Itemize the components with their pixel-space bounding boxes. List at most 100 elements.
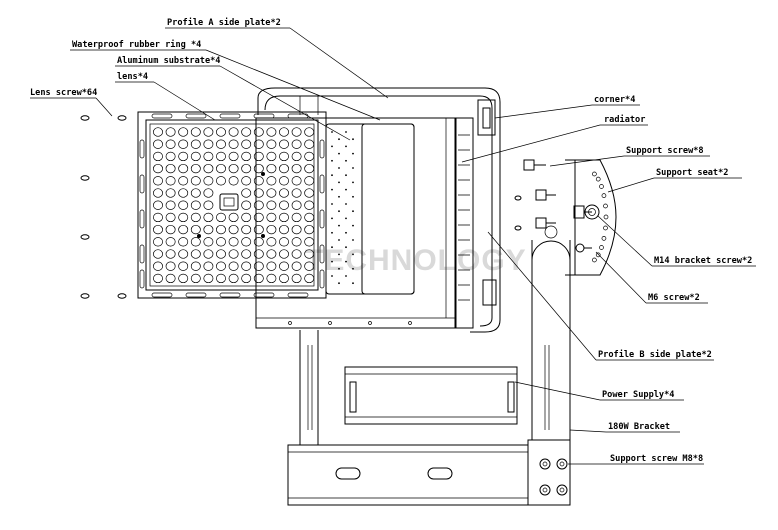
lens-hole xyxy=(291,188,302,198)
lens-hole xyxy=(203,163,214,174)
substrate-dot xyxy=(338,138,340,141)
label-radiator: radiator xyxy=(604,114,645,125)
substrate-dot xyxy=(338,282,340,285)
lens-edge-slot xyxy=(139,174,145,194)
housing-part xyxy=(255,87,501,333)
seat-hole xyxy=(599,184,604,189)
lens-screw-group xyxy=(80,115,127,299)
lens-hole xyxy=(228,176,239,186)
lens-hole xyxy=(190,188,201,198)
lens-hole xyxy=(291,273,302,284)
lens-hole xyxy=(203,212,214,223)
lens-hole xyxy=(178,139,189,149)
leader-lines xyxy=(30,27,756,465)
lens-hole xyxy=(266,212,277,223)
seat-hole xyxy=(603,203,608,209)
label-corner: corner*4 xyxy=(594,95,635,105)
lens-hole xyxy=(253,212,264,223)
substrate-dot xyxy=(352,224,354,227)
substrate-dot xyxy=(331,174,333,177)
lens-hole xyxy=(190,249,201,259)
label-m6-screw: M6 screw*2 xyxy=(648,293,700,303)
lens-hole xyxy=(253,249,264,259)
substrate-dot xyxy=(331,145,333,148)
lens-hole xyxy=(190,224,201,235)
lens-hole xyxy=(216,212,226,223)
lens-hole xyxy=(203,188,214,198)
lens-hole xyxy=(241,249,252,259)
lens-hole xyxy=(279,139,289,149)
lens-hole xyxy=(153,163,163,174)
lens-hole xyxy=(279,249,289,259)
label-power-supply: Power Supply*4 xyxy=(602,390,674,400)
lens-hole xyxy=(228,139,239,149)
base-slot xyxy=(427,467,453,480)
lens-hole xyxy=(228,212,239,223)
base-slot xyxy=(335,467,361,480)
lens-edge-slot xyxy=(185,113,207,119)
seat-hole xyxy=(601,236,607,241)
label-profile-b: Profile B side plate*2 xyxy=(598,349,712,360)
lens-edge-slot xyxy=(319,269,325,289)
lens-hole xyxy=(266,163,277,174)
lens-hole xyxy=(241,163,252,174)
lens-hole xyxy=(228,127,239,137)
lens-hole xyxy=(228,224,239,235)
seat-hole xyxy=(599,245,604,250)
lens-hole xyxy=(266,237,277,247)
lens-hole xyxy=(190,176,201,186)
lens-hole xyxy=(266,249,277,259)
seat-hole xyxy=(592,171,597,177)
label-support-screw-m8: Support screw M8*8 xyxy=(610,454,703,464)
lens-hole xyxy=(216,151,226,162)
lens-hole xyxy=(253,237,264,247)
substrate-dot xyxy=(331,275,333,277)
lens-hole xyxy=(165,224,176,235)
lens-hole xyxy=(165,151,176,162)
lens-edge-slot xyxy=(139,139,145,159)
lens-edge-slot xyxy=(151,292,173,298)
seat-hole xyxy=(595,252,601,258)
substrate-dot xyxy=(345,188,347,191)
substrate-dot xyxy=(345,203,347,205)
lens-hole xyxy=(253,261,264,271)
substrate-dot xyxy=(338,167,340,169)
substrate-dot xyxy=(331,188,333,191)
label-aluminum-substrate: Aluminum substrate*4 xyxy=(117,55,220,66)
lens-hole xyxy=(279,237,289,247)
lens-hole xyxy=(178,176,189,186)
lens-hole xyxy=(253,273,264,284)
lens-hole xyxy=(241,188,252,198)
seat-hole xyxy=(595,176,601,182)
lens-hole xyxy=(291,139,302,149)
lens-hole xyxy=(165,261,176,271)
lens-hole xyxy=(279,188,289,198)
lens-hole xyxy=(241,224,252,235)
lens-edge-slot xyxy=(151,113,173,119)
lens-hole xyxy=(291,176,302,186)
lens-hole xyxy=(253,224,264,235)
lens-hole xyxy=(178,261,189,271)
lens-edge-slot xyxy=(139,209,145,229)
lens-hole xyxy=(165,273,176,284)
lens-hole xyxy=(178,237,189,247)
lens-hole xyxy=(228,237,239,247)
lens-hole xyxy=(203,200,214,210)
lens-hole xyxy=(178,212,189,223)
lens-hole xyxy=(153,139,163,149)
substrate-dot xyxy=(345,260,347,263)
lens-hole xyxy=(153,188,163,198)
substrate-dot xyxy=(352,282,354,285)
lens-hole xyxy=(190,273,201,284)
lens-hole xyxy=(279,273,289,284)
lens-edge-slot xyxy=(219,113,241,119)
lens-hole xyxy=(190,200,201,210)
lens-edge-slot xyxy=(319,174,325,194)
lens-hole xyxy=(304,212,315,223)
lens-hole xyxy=(190,139,201,149)
substrate-dot xyxy=(331,159,333,162)
lens-hole xyxy=(266,176,277,186)
lens-hole xyxy=(153,176,163,186)
lens-hole xyxy=(228,151,239,162)
